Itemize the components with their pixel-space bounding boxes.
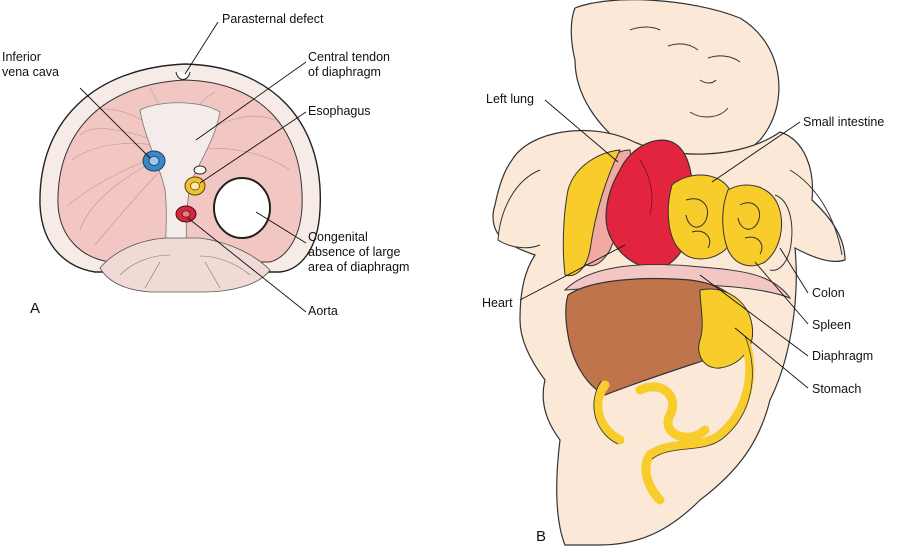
- central-tendon: [139, 102, 221, 269]
- leader-congenital-absence: [255, 211, 307, 244]
- panel-letter-b: B: [536, 528, 547, 545]
- label-parasternal-defect: Parasternal defect: [222, 12, 324, 26]
- panel-letter-a: A: [30, 300, 41, 317]
- panel-a-diaphragm: [39, 21, 321, 313]
- label-small-intestine: Small intestine: [803, 115, 885, 129]
- diaphragm-defect-hole: [213, 177, 271, 239]
- leader-small-intestine: [711, 121, 801, 183]
- leader-colon: [779, 247, 809, 294]
- lower-intestine: [593, 335, 755, 505]
- leader-stomach: [734, 327, 809, 389]
- label-aorta: Aorta: [308, 304, 338, 318]
- leader-parasternal: [184, 21, 219, 75]
- leader-esophagus: [199, 111, 307, 184]
- label-spleen: Spleen: [812, 318, 851, 332]
- infant-face: [629, 26, 741, 118]
- label-colon: Colon: [812, 286, 845, 300]
- label-stomach: Stomach: [812, 382, 862, 396]
- label-diaphragm: Diaphragm: [812, 349, 874, 363]
- leader-heart: [519, 244, 626, 301]
- aorta-opening: [175, 205, 197, 223]
- infant-left-arm: [497, 169, 541, 249]
- left-chest-intestine: [562, 149, 621, 277]
- leader-diaphragm: [699, 274, 809, 357]
- colon: [769, 194, 793, 271]
- leader-left-lung: [544, 99, 619, 163]
- leader-aorta: [187, 217, 307, 313]
- label-left-lung: Left lung: [486, 92, 534, 106]
- leader-vena-cava: [79, 87, 151, 159]
- leader-central-tendon: [195, 61, 307, 141]
- label-esophagus: Esophagus: [308, 104, 371, 118]
- label-inferior-vena-cava: Inferior vena cava: [2, 50, 59, 79]
- liver: [565, 277, 741, 396]
- panel-b-infant: [492, 0, 846, 546]
- crura: [99, 237, 271, 293]
- label-central-tendon: Central tendon of diaphragm: [308, 50, 391, 79]
- stomach: [698, 288, 754, 369]
- small-intestine: [667, 174, 783, 267]
- infant-right-arm: [789, 169, 843, 256]
- label-congenital-absence: Congenital absence of large area of diap…: [308, 230, 410, 274]
- parasternal-defect-notch: [175, 71, 191, 80]
- leader-spleen: [754, 261, 809, 325]
- esophagus-opening: [184, 165, 207, 196]
- label-heart: Heart: [482, 296, 513, 310]
